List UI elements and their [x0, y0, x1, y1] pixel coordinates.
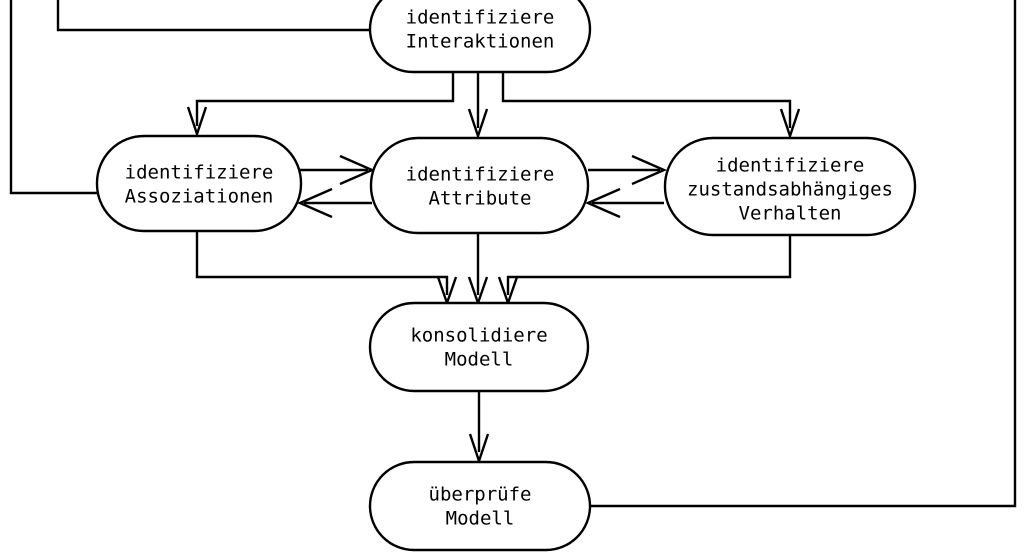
node-shape-attribute [369, 136, 590, 235]
edge-assoziationen-to-konsolidiere [195, 231, 449, 295]
edge-interaktionen-to-verhalten [501, 72, 792, 128]
edge-ueberpruefe-feedback-right [590, 0, 1017, 508]
node-identifiziere-attribute[interactable]: identifiziere Attribute [369, 136, 590, 235]
node-label-attribute-line2: Attribute [429, 188, 532, 210]
edge-interaktionen-feedback-left [56, 0, 370, 32]
node-identifiziere-interaktionen[interactable]: identifiziere Interaktionen [368, 0, 592, 74]
node-shape-interaktionen [368, 0, 592, 74]
node-label-verhalten-line3: Verhalten [739, 203, 842, 225]
node-label-verhalten-line2: zustandsabhängiges [687, 179, 893, 201]
node-label-assoziationen-line2: Assoziationen [125, 186, 274, 208]
node-label-konsolidiere-line2: Modell [445, 349, 514, 371]
edge-feedback-into-assoziationen [9, 0, 99, 195]
arrowhead-verhalten-to-attribute [585, 187, 621, 219]
node-label-konsolidiere-line1: konsolidiere [410, 325, 547, 347]
edge-interaktionen-to-assoziationen [195, 72, 455, 126]
edge-verhalten-to-konsolidiere [506, 235, 792, 295]
node-ueberpruefe-modell[interactable]: überprüfe Modell [368, 460, 592, 552]
node-label-assoziationen-line1: identifiziere [125, 162, 274, 184]
node-konsolidiere-modell[interactable]: konsolidiere Modell [368, 301, 590, 393]
arrowhead-interaktionen-to-attribute [467, 108, 489, 140]
node-label-ueberpruefe-line1: überprüfe [429, 484, 532, 506]
node-shape-verhalten [663, 136, 917, 237]
node-label-attribute-line1: identifiziere [406, 164, 555, 186]
node-shape-assoziationen [95, 134, 303, 233]
arrowhead-interaktionen-to-verhalten [779, 108, 801, 140]
arrowhead-assoziationen-to-attribute [339, 154, 375, 186]
node-label-interaktionen-line2: Interaktionen [406, 31, 555, 53]
arrowhead-attribute-to-assoziationen [297, 187, 333, 219]
node-shape-ueberpruefe [368, 460, 592, 552]
node-label-interaktionen-line1: identifiziere [406, 7, 555, 29]
arrowhead-interaktionen-to-assoziationen [186, 106, 208, 138]
node-label-verhalten-line1: identifiziere [716, 155, 865, 177]
node-label-ueberpruefe-line2: Modell [446, 508, 515, 530]
arrowhead-attribute-to-verhalten [631, 154, 667, 186]
node-identifiziere-zustandsabhaengiges-verhalten[interactable]: identifiziere zustandsabhängiges Verhalt… [663, 136, 917, 237]
node-identifiziere-assoziationen[interactable]: identifiziere Assoziationen [95, 134, 303, 233]
node-shape-konsolidiere [368, 301, 590, 393]
